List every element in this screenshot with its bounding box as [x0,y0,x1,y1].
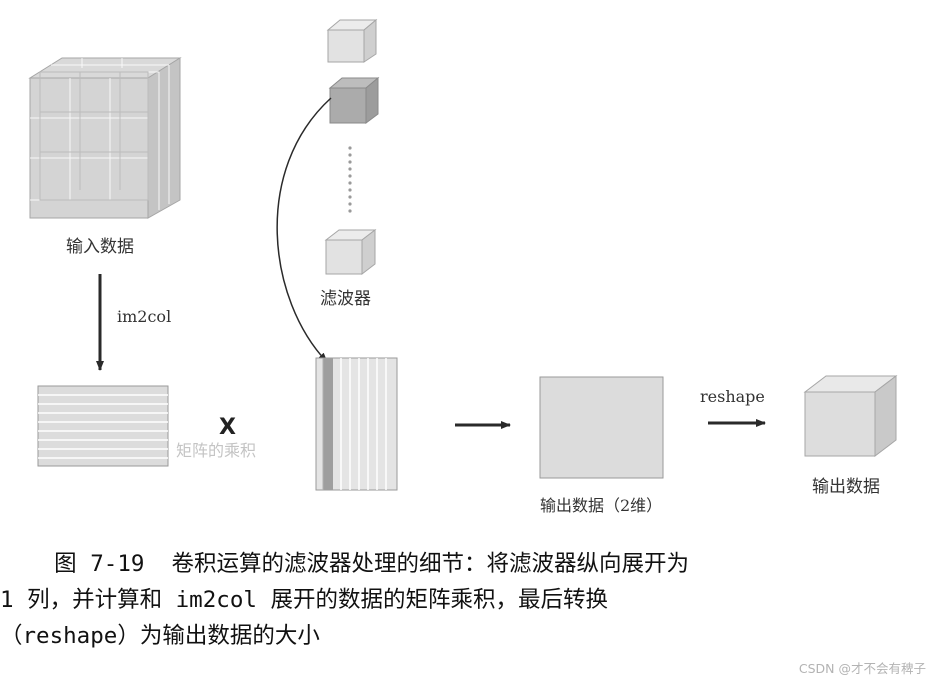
filter-cube-2 [328,76,380,124]
watermark: CSDN @才不会有稗子 [798,661,926,676]
figure-caption: 图 7-19 卷积运算的滤波器处理的细节：将滤波器纵向展开为 1 列，并计算和 … [0,546,936,654]
input-data-block [28,57,182,219]
output-data-label: 输出数据 [812,477,880,497]
input-data-label: 输入数据 [66,237,134,257]
multiply-symbol: X [219,415,236,440]
im2col-label: im2col [117,307,171,326]
caption-line-2: 1 列，并计算和 im2col 展开的数据的矩阵乘积，最后转换 [0,587,608,613]
output-cube [803,374,898,458]
reshape-label: reshape [700,387,765,406]
matrix-product-label: 矩阵的乘积 [176,441,256,460]
input-matrix [37,385,169,467]
caption-line-1: 图 7-19 卷积运算的滤波器处理的细节：将滤波器纵向展开为 [0,551,690,577]
caption-line-3: （reshape）为输出数据的大小 [0,623,320,649]
im2col-diagram: 输入数据 im2col X 矩阵的乘积 [28,18,898,515]
filter-cube-1 [326,18,378,63]
filter-dots [348,146,352,213]
output-2d-matrix [539,376,664,479]
filter-to-column-arrow [276,97,332,363]
output-2d-label: 输出数据（2维） [540,496,662,515]
filter-matrix [315,357,398,491]
filter-cube-3 [324,228,377,276]
filter-label: 滤波器 [320,289,371,309]
